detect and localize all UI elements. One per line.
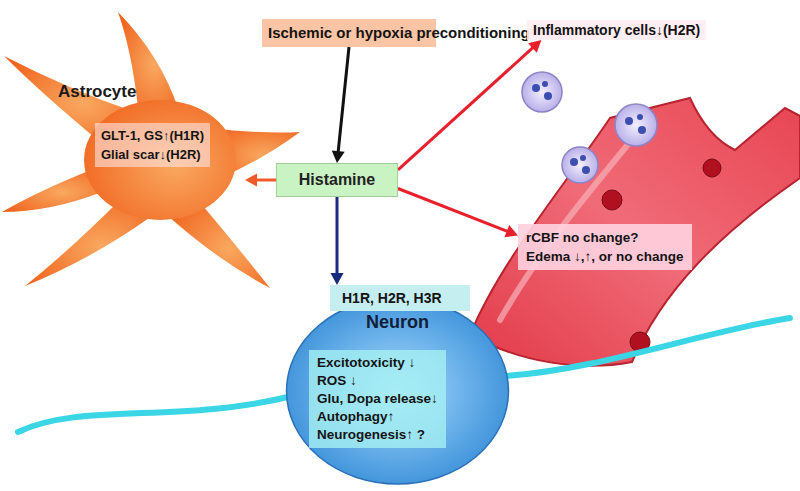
arrow-head	[528, 40, 541, 53]
receptor-box: H1R, H2R, H3R	[330, 285, 470, 311]
dendrite	[18, 396, 292, 432]
cell-title: Astrocyte	[58, 82, 136, 102]
arrow-head	[331, 273, 344, 285]
box-text: Ischemic or hypoxia preconditioning	[268, 24, 430, 42]
connector-line	[255, 179, 276, 182]
inflammatory-cell	[562, 147, 598, 183]
effect-box: Excitotoxicity ↓ROS ↓Glu, Dopa release↓A…	[309, 350, 446, 448]
connector-arrow	[398, 40, 541, 170]
connector-line	[398, 47, 534, 170]
arrow-head	[245, 174, 257, 187]
process-box: Histamine	[276, 163, 398, 197]
connector-line	[336, 197, 339, 275]
connector-line	[398, 189, 509, 232]
connector-arrow	[398, 189, 518, 238]
box-text: GLT-1, GS↑(H1R)	[101, 126, 204, 145]
box-text: Excitotoxicity ↓	[317, 354, 438, 372]
connector-arrow	[245, 174, 276, 187]
box-text: Neurogenesis↑ ?	[317, 426, 438, 444]
connector-arrow	[332, 47, 349, 163]
box-text: Glu, Dopa release↓	[317, 390, 438, 408]
box-text: Histamine	[289, 171, 385, 189]
box-text: Inflammatory cells↓(H2R)	[533, 22, 700, 38]
red-blood-cell	[703, 159, 721, 177]
astrocyte-cell: AstrocyteGLT-1, GS↑(H1R)Glial scar↓(H2R)	[0, 10, 245, 290]
process-box: Ischemic or hypoxia preconditioning	[262, 19, 436, 47]
box-text: H1R, H2R, H3R	[342, 290, 458, 306]
neuron-cell: NeuronExcitotoxicity ↓ROS ↓Glu, Dopa rel…	[285, 296, 510, 486]
box-text: Edema ↓,↑, or no change	[526, 247, 684, 266]
arrow-head	[332, 150, 345, 163]
dendrite	[505, 318, 790, 376]
connector-line	[338, 47, 349, 153]
effect-box: GLT-1, GS↑(H1R)Glial scar↓(H2R)	[95, 123, 210, 167]
inflammatory-cell	[522, 72, 562, 112]
effect-box: Inflammatory cells↓(H2R)	[527, 20, 706, 40]
box-text: Autophagy↑	[317, 408, 438, 426]
red-blood-cell	[602, 190, 622, 210]
connector-arrow	[331, 197, 344, 285]
inflammatory-cell	[615, 104, 657, 146]
effect-box: rCBF no change?Edema ↓,↑, or no change	[518, 224, 692, 270]
box-text: Glial scar↓(H2R)	[101, 145, 204, 164]
box-text: ROS ↓	[317, 372, 438, 390]
box-text: rCBF no change?	[526, 228, 684, 247]
arrow-head	[504, 225, 518, 237]
